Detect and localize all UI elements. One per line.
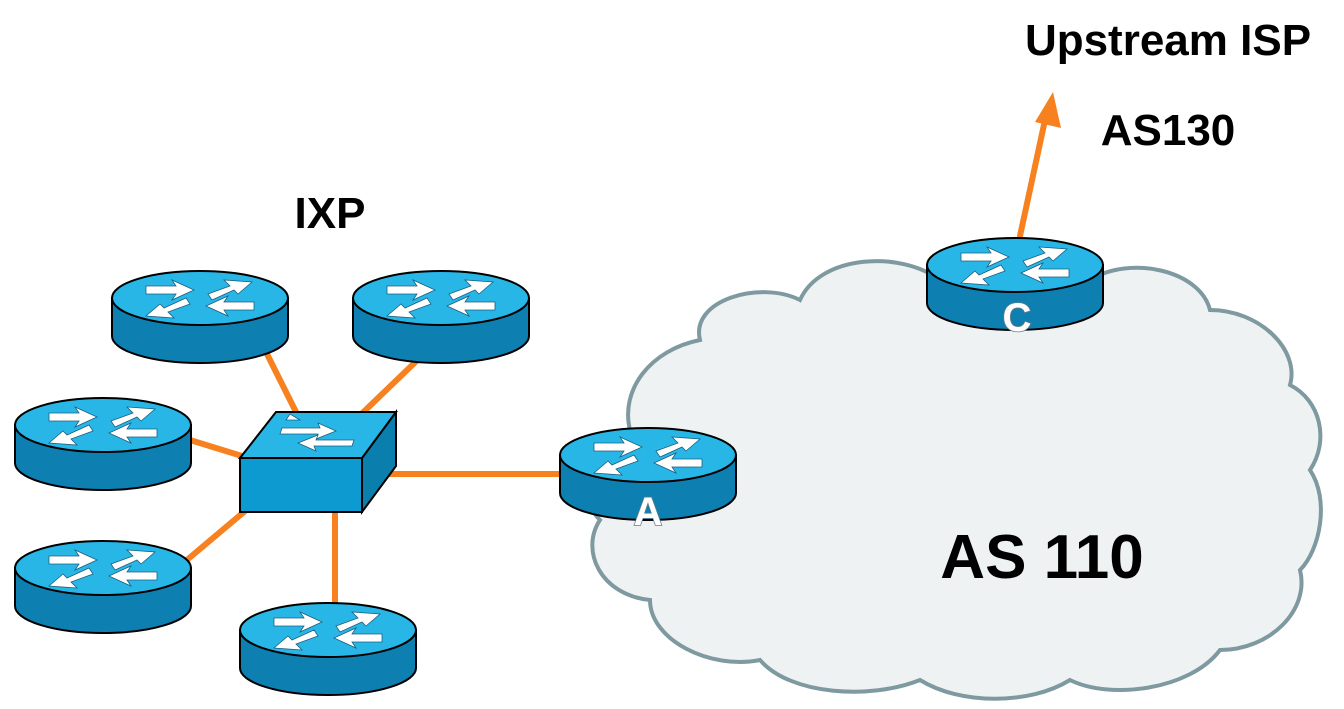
upstream-isp-label: Upstream ISP — [1025, 16, 1311, 65]
router-icon — [239, 602, 417, 696]
router-icon — [14, 397, 192, 491]
router-c: C — [926, 237, 1104, 341]
router-icon — [14, 540, 192, 634]
link-router-c-upstream — [1017, 117, 1048, 239]
router-icon — [111, 270, 289, 364]
cloud-as-label: AS 110 — [940, 523, 1143, 592]
router-a-label: A — [634, 490, 663, 534]
upstream-as-label: AS130 — [1101, 106, 1236, 155]
router-c-label: C — [1003, 296, 1032, 340]
ixp-label: IXP — [295, 189, 366, 238]
router-icon — [352, 270, 530, 364]
switch-icon — [237, 408, 398, 516]
router-a: A — [559, 427, 737, 535]
uplink-arrow-icon — [1035, 92, 1061, 128]
